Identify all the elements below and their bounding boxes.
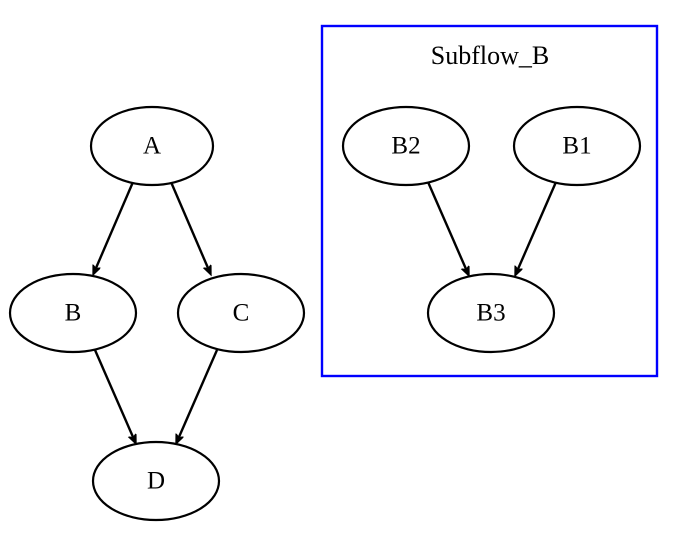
node-b1-ellipse[interactable] xyxy=(512,105,642,187)
node-b3-ellipse[interactable] xyxy=(426,272,556,354)
node-c-label: C xyxy=(233,300,250,327)
cluster-subflow-b-label: Subflow_B xyxy=(431,41,549,70)
node-b2[interactable]: B2 xyxy=(341,105,471,187)
node-b-label: B xyxy=(65,300,82,327)
node-b-ellipse[interactable] xyxy=(8,272,138,354)
edge-b-to-d[interactable] xyxy=(93,349,133,437)
node-d-ellipse[interactable] xyxy=(91,440,221,522)
edge-a-to-b[interactable] xyxy=(96,181,135,268)
edge-c-to-d[interactable] xyxy=(179,349,219,437)
node-c-ellipse[interactable] xyxy=(176,272,306,354)
node-d[interactable]: D xyxy=(91,440,221,522)
edge-a-to-c[interactable] xyxy=(169,181,208,268)
node-layer: A B C D B2 B1 xyxy=(8,105,642,522)
node-a[interactable]: A xyxy=(89,105,215,187)
node-b1[interactable]: B1 xyxy=(512,105,642,187)
edge-b1-to-b3[interactable] xyxy=(518,181,558,269)
node-a-label: A xyxy=(143,133,161,160)
node-b3-label: B3 xyxy=(476,300,505,327)
edge-b2-to-b3[interactable] xyxy=(426,181,466,269)
node-b[interactable]: B xyxy=(8,272,138,354)
node-c[interactable]: C xyxy=(176,272,306,354)
node-a-ellipse[interactable] xyxy=(89,105,215,187)
node-b1-label: B1 xyxy=(562,133,591,160)
edge-layer xyxy=(93,181,558,437)
node-b2-label: B2 xyxy=(391,133,420,160)
node-d-label: D xyxy=(147,468,165,495)
node-b2-ellipse[interactable] xyxy=(341,105,471,187)
node-b3[interactable]: B3 xyxy=(426,272,556,354)
